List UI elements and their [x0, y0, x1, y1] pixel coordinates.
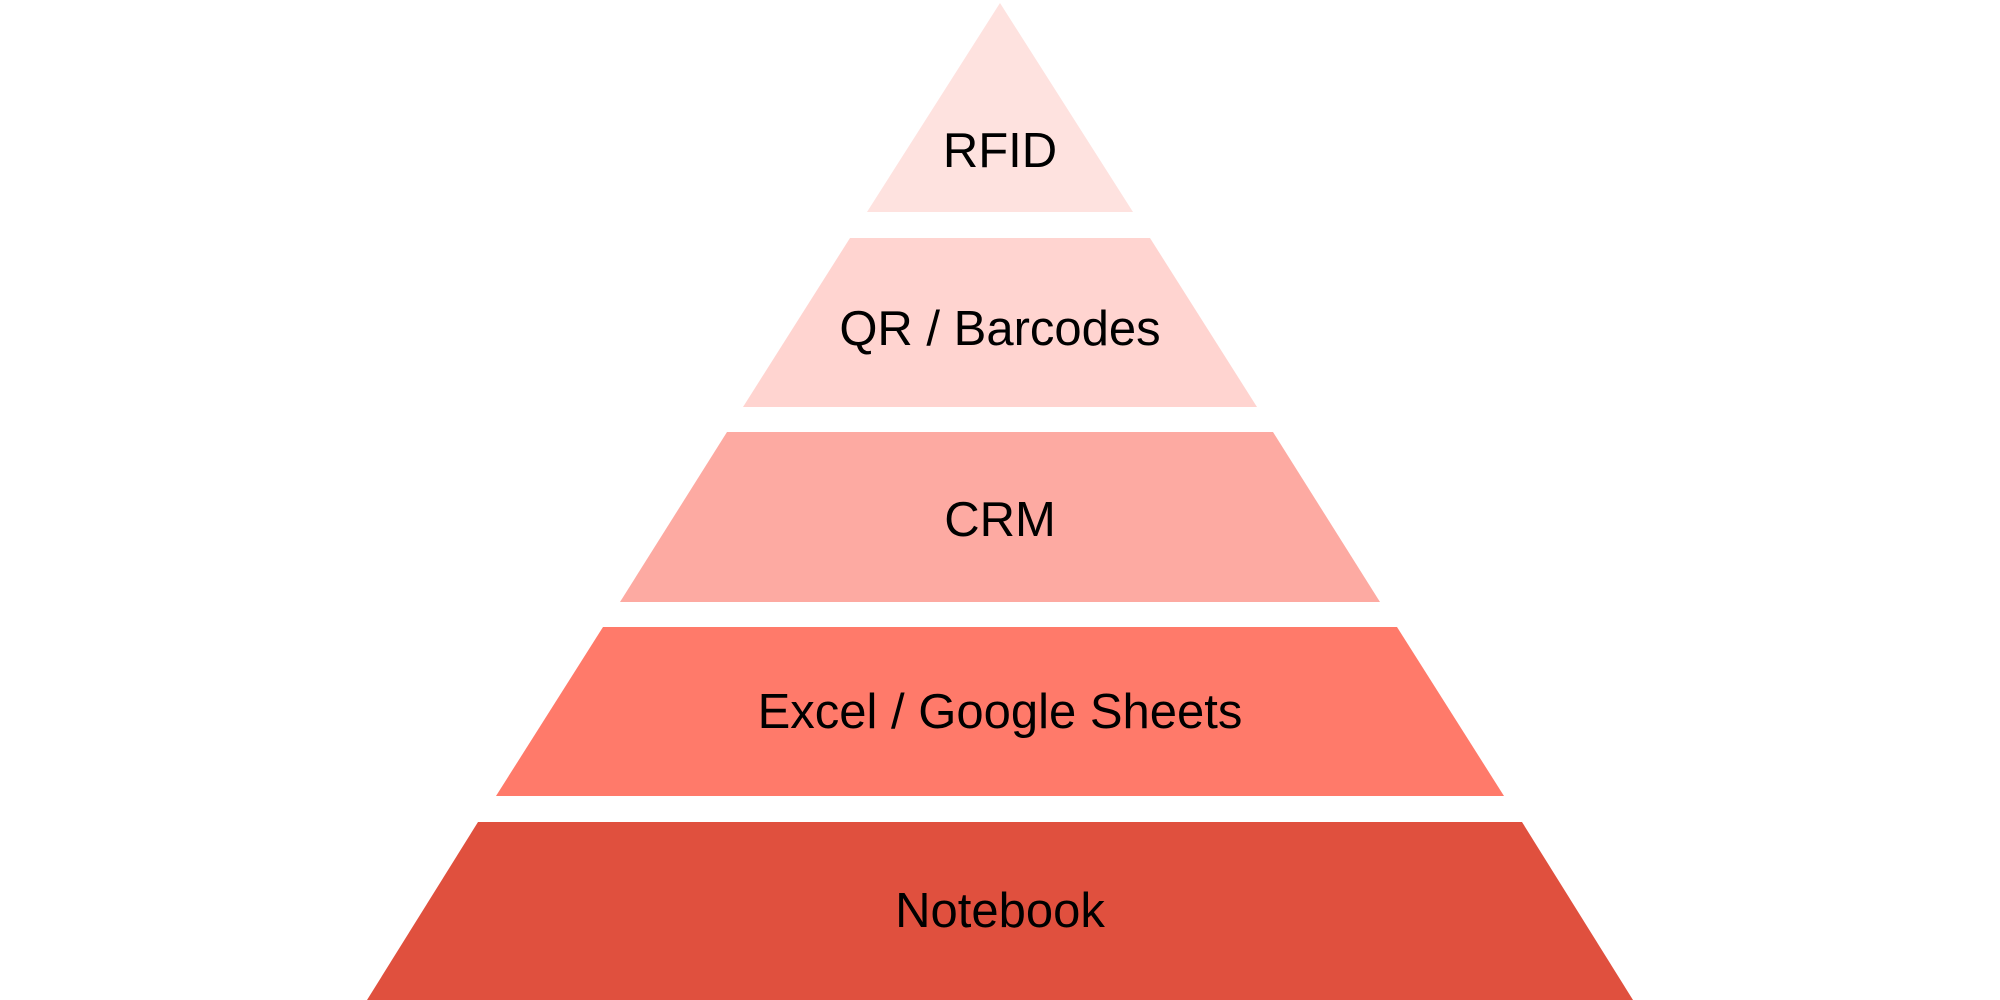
- layer-shape: [496, 627, 1504, 796]
- layer-label: Excel / Google Sheets: [758, 685, 1243, 739]
- pyramid-layer-notebook: Notebook: [367, 822, 1633, 1000]
- layer-shape: [620, 432, 1380, 602]
- layer-shape: [743, 238, 1257, 407]
- layer-label: RFID: [943, 124, 1057, 178]
- pyramid-layer-rfid: RFID: [867, 3, 1133, 212]
- layer-label: Notebook: [895, 884, 1105, 938]
- layer-label: QR / Barcodes: [839, 302, 1160, 356]
- layer-shape: [867, 3, 1133, 212]
- pyramid-layer-crm: CRM: [620, 432, 1380, 602]
- layer-label: CRM: [944, 493, 1056, 547]
- pyramid-layer-qr-barcodes: QR / Barcodes: [743, 238, 1257, 407]
- pyramid-layer-excel-google-sheets: Excel / Google Sheets: [496, 627, 1504, 796]
- layer-shape: [367, 822, 1633, 1000]
